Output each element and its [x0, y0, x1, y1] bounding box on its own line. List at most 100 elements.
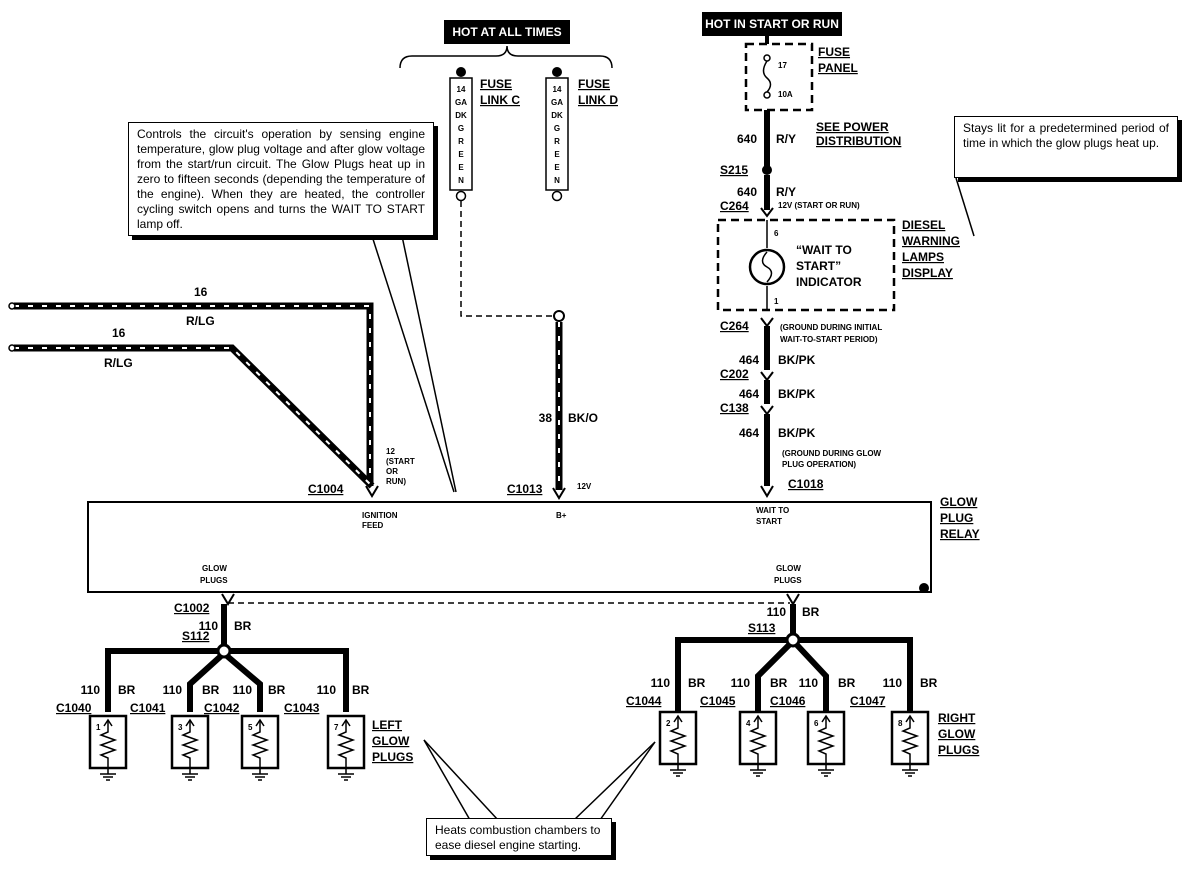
svg-text:B+: B+ — [556, 511, 567, 520]
svg-text:BR: BR — [118, 683, 136, 697]
s113-splice — [785, 632, 801, 648]
svg-text:110: 110 — [163, 683, 183, 697]
right-plugs-label-1: RIGHT — [938, 711, 976, 725]
svg-text:C1040: C1040 — [56, 701, 92, 715]
fuse-link-c-bottom-terminal — [455, 190, 467, 202]
diesel-label-3: LAMPS — [902, 250, 944, 264]
svg-text:464: 464 — [739, 426, 759, 440]
hot-in-start-text: HOT IN START OR RUN — [705, 17, 839, 31]
svg-text:640: 640 — [737, 185, 757, 199]
fuse-link-c-title: FUSE — [480, 77, 512, 91]
svg-text:G: G — [554, 124, 560, 133]
svg-text:BR: BR — [268, 683, 286, 697]
glow-plug-number: 7 — [334, 723, 339, 732]
s215-splice — [762, 165, 772, 175]
svg-text:6: 6 — [774, 229, 779, 238]
svg-text:BK/PK: BK/PK — [778, 426, 816, 440]
glow-plug-number: 1 — [96, 723, 101, 732]
diesel-label-2: WARNING — [902, 234, 960, 248]
svg-text:E: E — [554, 150, 560, 159]
svg-text:BR: BR — [202, 683, 220, 697]
glow-plug: 1 — [88, 714, 128, 781]
svg-text:IGNITION: IGNITION — [362, 511, 398, 520]
fuse-link-d-body — [545, 77, 569, 191]
svg-text:C1045: C1045 — [700, 694, 736, 708]
svg-text:RUN): RUN) — [386, 477, 406, 486]
svg-text:C1044: C1044 — [626, 694, 662, 708]
svg-text:110: 110 — [651, 676, 671, 690]
fuse-icon — [762, 60, 772, 93]
svg-text:R/LG: R/LG — [104, 356, 133, 370]
svg-text:PLUGS: PLUGS — [200, 576, 228, 585]
left-harness-branches — [187, 653, 263, 712]
fuse-link-d-label: 14 GA DK G R E E N — [551, 85, 563, 185]
right-harness-branches — [755, 642, 829, 712]
svg-text:G: G — [458, 124, 464, 133]
svg-text:R/Y: R/Y — [776, 185, 796, 199]
glow-plug-number: 4 — [746, 719, 751, 728]
fuse-link-c-top-terminal — [456, 67, 466, 77]
left-harness-bus — [105, 648, 349, 712]
b-12v-label: 12V — [577, 482, 592, 491]
svg-text:12V (START OR RUN): 12V (START OR RUN) — [778, 201, 860, 210]
fuse-link-c-label: 14 GA DK G R E E N — [455, 85, 467, 185]
svg-text:BR: BR — [688, 676, 706, 690]
hot-in-start-header — [702, 12, 842, 36]
c1013-label: C1013 — [507, 482, 543, 496]
c1004-label: C1004 — [308, 482, 344, 496]
s113-label: S113 — [748, 621, 776, 635]
glow-plug-number: 6 — [814, 719, 819, 728]
svg-text:R/Y: R/Y — [776, 132, 796, 146]
svg-text:R/LG: R/LG — [186, 314, 215, 328]
svg-text:WAIT-TO-START PERIOD): WAIT-TO-START PERIOD) — [780, 335, 878, 344]
fuse-panel-box — [744, 42, 814, 112]
fuse-link-junction — [553, 310, 565, 322]
glow-plug: 6 — [806, 710, 846, 777]
svg-text:E: E — [554, 163, 560, 172]
svg-text:464: 464 — [739, 353, 759, 367]
c264-bottom-label: C264 — [720, 319, 749, 333]
controller-callout: Controls the circuit's operation by sens… — [128, 122, 434, 236]
right-plugs-label-3: PLUGS — [938, 743, 979, 757]
svg-text:PLUGS: PLUGS — [774, 576, 802, 585]
controller-callout-text: Controls the circuit's operation by sens… — [137, 127, 425, 231]
c202-label: C202 — [720, 367, 749, 381]
fuse-link-d-bottom-terminal — [551, 190, 563, 202]
s215-label: S215 — [720, 163, 748, 177]
svg-text:C1047: C1047 — [850, 694, 886, 708]
svg-text:GLOW: GLOW — [202, 564, 227, 573]
heats-callout: Heats combustion chambers to ease diesel… — [426, 818, 612, 856]
svg-text:110: 110 — [81, 683, 101, 697]
svg-text:BK/PK: BK/PK — [778, 353, 816, 367]
relay-title-1: GLOW — [940, 495, 978, 509]
hot-brace — [399, 45, 613, 69]
svg-text:(GROUND DURING GLOW: (GROUND DURING GLOW — [782, 449, 882, 458]
glow-plug-number: 2 — [666, 719, 671, 728]
fuse-panel-bottom-terminal — [763, 91, 771, 99]
svg-text:C1043: C1043 — [284, 701, 320, 715]
svg-text:640: 640 — [737, 132, 757, 146]
svg-text:BR: BR — [770, 676, 788, 690]
svg-text:OR: OR — [386, 467, 398, 476]
svg-text:110: 110 — [317, 683, 337, 697]
c138-label: C138 — [720, 401, 749, 415]
hot-at-all-times-header — [444, 20, 570, 44]
svg-text:BR: BR — [352, 683, 370, 697]
fuse-link-d-top-terminal — [552, 67, 562, 77]
svg-text:BR: BR — [802, 605, 820, 619]
glow-plug-number: 8 — [898, 719, 903, 728]
wire-16-lower — [14, 344, 375, 489]
svg-text:BR: BR — [234, 619, 252, 633]
svg-text:N: N — [458, 176, 464, 185]
diesel-warning-lamps-box — [716, 218, 896, 312]
glow-plug: 2 — [658, 710, 698, 777]
fuse-panel-top-terminal — [763, 54, 771, 62]
heats-callout-text: Heats combustion chambers to ease diesel… — [435, 823, 601, 852]
fuse-link-dashed-connection — [460, 201, 557, 317]
svg-text:E: E — [458, 150, 464, 159]
indicator-label-2: START” — [796, 259, 841, 273]
svg-text:R: R — [458, 137, 464, 146]
svg-text:14: 14 — [553, 85, 562, 94]
svg-text:DK: DK — [455, 111, 467, 120]
